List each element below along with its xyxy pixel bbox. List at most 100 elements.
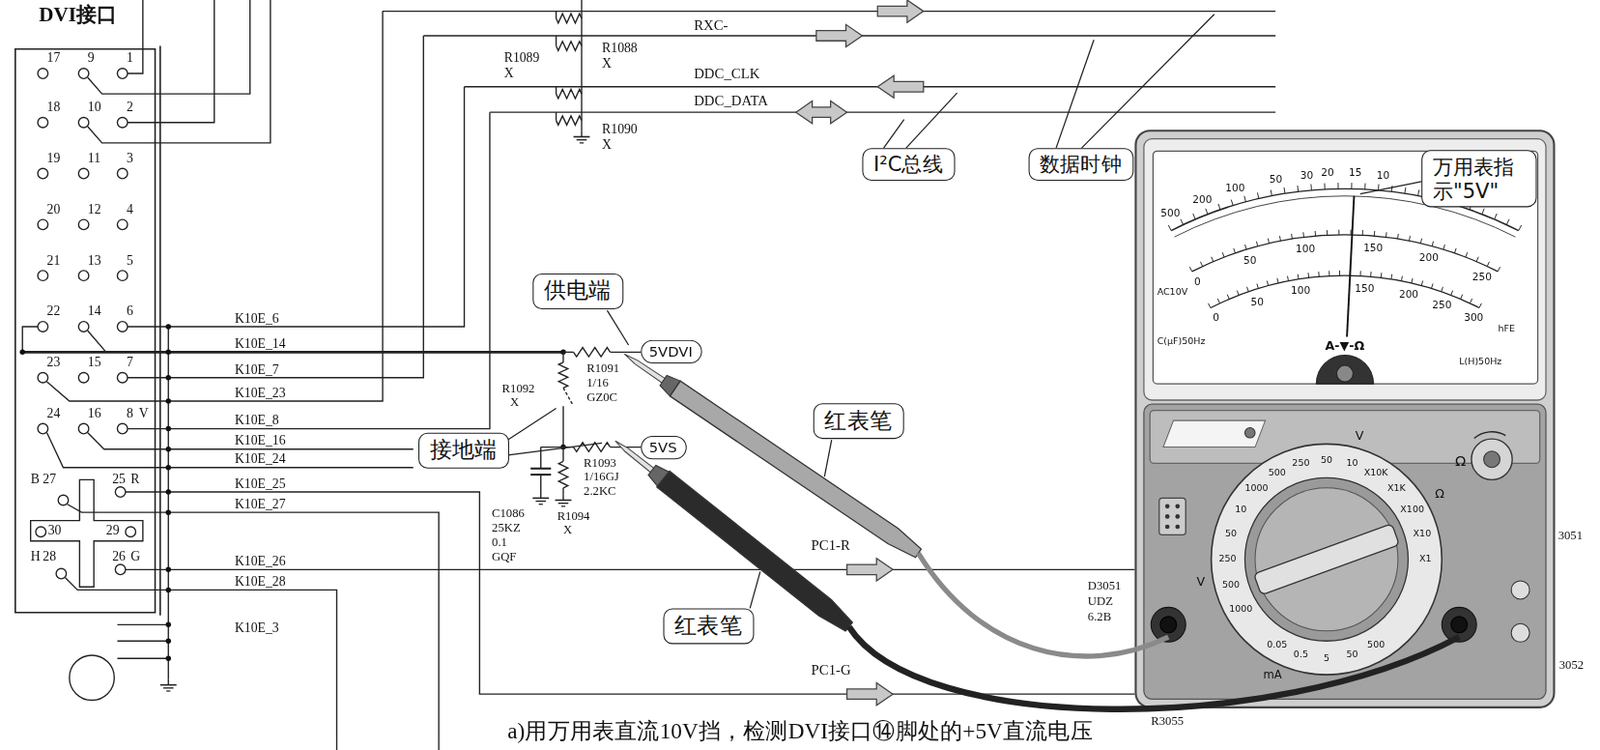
ground-symbol bbox=[535, 500, 546, 502]
ohm-adjust-knob bbox=[1484, 451, 1501, 468]
auxiliary-jack bbox=[1511, 623, 1530, 642]
range-label: 5 bbox=[1323, 653, 1330, 663]
range-dial bbox=[1211, 443, 1443, 675]
range-label: 10 bbox=[1234, 505, 1247, 515]
part-label: D3051 bbox=[1087, 579, 1122, 593]
scale-number: 0 bbox=[1194, 277, 1201, 288]
range-label: 250 bbox=[1218, 554, 1236, 565]
ground-symbol bbox=[573, 136, 591, 139]
wire bbox=[87, 330, 107, 352]
part-label: X bbox=[504, 66, 515, 81]
pin-number: G bbox=[130, 548, 141, 563]
range-label: X1 bbox=[1419, 554, 1432, 565]
callout-text: 万用表指示"5V" bbox=[1432, 153, 1526, 203]
pin-number: 24 bbox=[47, 405, 61, 420]
wire bbox=[563, 351, 574, 353]
pin-circle bbox=[57, 494, 69, 506]
wire bbox=[562, 405, 564, 447]
scale-number: 500 bbox=[1160, 208, 1180, 220]
scale-tick bbox=[1257, 192, 1258, 199]
wire bbox=[22, 326, 38, 352]
callout-text: 接地端 bbox=[429, 436, 499, 464]
range-label: 50 bbox=[1345, 650, 1358, 660]
range-label: 50 bbox=[1320, 455, 1333, 465]
scale-tick bbox=[1302, 231, 1305, 237]
scale-number: 250 bbox=[1472, 271, 1492, 283]
pin-number: 14 bbox=[87, 304, 102, 318]
junction-dot bbox=[166, 323, 172, 329]
wire bbox=[67, 504, 439, 750]
range-label: 10 bbox=[1345, 458, 1358, 469]
pin-circle bbox=[116, 270, 128, 282]
pin-circle bbox=[37, 371, 49, 383]
light-test-probe bbox=[669, 380, 921, 558]
wire bbox=[125, 569, 1136, 571]
scale-window bbox=[1152, 150, 1538, 384]
scale-tick bbox=[1217, 298, 1220, 304]
scale-number: 200 bbox=[1192, 194, 1212, 205]
callout-box: 5VS bbox=[640, 435, 687, 459]
part-label: X bbox=[601, 138, 612, 152]
callout-text: I²C总线 bbox=[873, 151, 944, 176]
pin-number: 9 bbox=[87, 51, 95, 65]
callout-box: I²C总线 bbox=[861, 147, 955, 181]
callout-box: 接地端 bbox=[418, 432, 510, 469]
pin-circle bbox=[116, 168, 128, 179]
wire bbox=[464, 85, 1277, 87]
part-label: PC1-R bbox=[811, 539, 851, 555]
transistor-socket bbox=[1159, 497, 1186, 535]
ground-symbol bbox=[562, 493, 564, 500]
scale-number: C(μF)50Hz bbox=[1157, 337, 1206, 347]
probe-lead bbox=[849, 626, 1460, 709]
wire bbox=[87, 432, 414, 450]
wire bbox=[562, 447, 564, 462]
scale-number: 300 bbox=[1463, 313, 1484, 324]
scale-tick bbox=[1418, 189, 1420, 196]
scale-tick bbox=[1314, 230, 1316, 236]
signal-arrow bbox=[796, 101, 848, 124]
scale-tick bbox=[1476, 257, 1479, 262]
wire bbox=[555, 35, 557, 47]
part-label: DDC_DATA bbox=[693, 93, 769, 110]
junction-dot bbox=[166, 622, 172, 628]
scale-tick bbox=[1391, 185, 1394, 192]
scale-number: A-▼-Ω bbox=[1325, 339, 1366, 352]
leader-line bbox=[506, 407, 557, 441]
pin-number: H bbox=[30, 548, 41, 563]
scale-tick bbox=[1227, 294, 1229, 300]
pin-circle bbox=[78, 371, 89, 383]
scale-number: 100 bbox=[1295, 244, 1315, 256]
callout-text: 红表笔 bbox=[674, 612, 743, 640]
scale-tick bbox=[1222, 252, 1225, 258]
supply-wire bbox=[22, 350, 564, 354]
scale-tick bbox=[1390, 274, 1393, 280]
leader-line bbox=[606, 310, 629, 345]
range-label: 1000 bbox=[1244, 484, 1268, 494]
part-label: 3052 bbox=[1559, 657, 1584, 671]
pin-circle bbox=[78, 423, 89, 434]
net-label: K10E_3 bbox=[234, 620, 280, 634]
range-label: Ω bbox=[1434, 487, 1445, 501]
wire bbox=[562, 487, 564, 494]
callout-box: 红表笔 bbox=[662, 607, 754, 644]
junction-dot bbox=[166, 426, 172, 431]
scale-tick bbox=[1431, 283, 1434, 288]
pin-circle bbox=[56, 568, 67, 579]
range-label: 500 bbox=[1367, 639, 1385, 650]
ground-symbol bbox=[561, 505, 566, 507]
socket-hole bbox=[1165, 524, 1171, 530]
meter-led bbox=[1244, 428, 1256, 439]
scale-tick bbox=[1168, 225, 1172, 231]
pin-number: 8 bbox=[126, 405, 134, 420]
part-label: R1090 bbox=[601, 122, 638, 137]
net-label: K10E_8 bbox=[234, 413, 280, 428]
scale-number: 50 bbox=[1269, 173, 1283, 185]
socket-hole bbox=[1174, 504, 1180, 510]
connector-outline bbox=[159, 46, 162, 616]
wire bbox=[116, 657, 169, 659]
net-label: K10E_25 bbox=[234, 476, 286, 490]
signal-arrow bbox=[877, 75, 924, 98]
part-label: R1094 bbox=[557, 509, 591, 522]
connector-key-outline bbox=[30, 479, 143, 587]
scale-tick bbox=[1233, 248, 1236, 254]
